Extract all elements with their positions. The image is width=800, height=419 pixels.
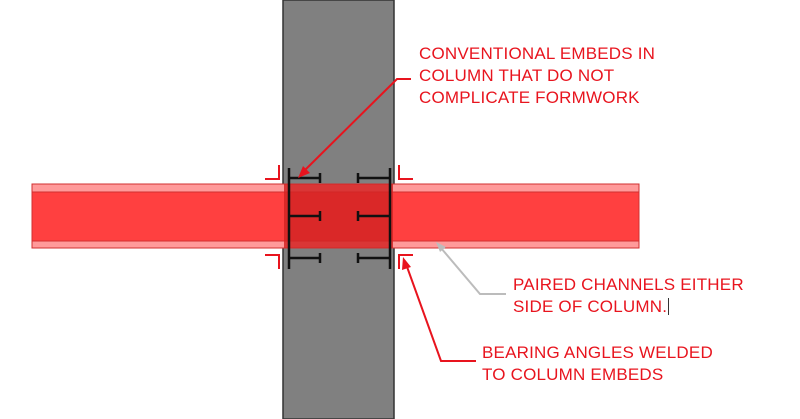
text-cursor [668,298,670,315]
callout-line-text: SIDE OF COLUMN. [513,297,668,316]
bearing-angle-bottom-right [398,254,413,269]
embed-studs-right [356,173,390,263]
paired-channel-beam [31,183,640,249]
bearing-angle-top-left [265,165,280,180]
callout-line: COMPLICATE FORMWORK [419,88,640,107]
embed-studs-left [289,173,322,263]
callout-line: PAIRED CHANNELS EITHER [513,275,744,294]
callout-line: TO COLUMN EMBEDS [482,365,664,384]
bearing-angle-bottom-left [265,254,280,269]
arrowhead-angles [402,257,411,270]
leader-angles [402,257,476,362]
column-embeds [287,168,392,269]
arrowhead-channels [436,242,446,252]
callout-line: BEARING ANGLES WELDED [482,343,713,362]
bearing-angle-top-right [398,165,413,180]
callout-conventional-embeds: CONVENTIONAL EMBEDS IN COLUMN THAT DO NO… [419,43,655,109]
callout-line[interactable]: SIDE OF COLUMN. [513,296,744,318]
callout-bearing-angles: BEARING ANGLES WELDED TO COLUMN EMBEDS [482,342,713,386]
leader-embeds [298,78,411,178]
leader-channels [436,242,506,295]
callout-line: CONVENTIONAL EMBEDS IN [419,44,656,63]
callout-paired-channels: PAIRED CHANNELS EITHER SIDE OF COLUMN. [513,274,744,318]
arrowhead-embeds [298,166,310,178]
callout-line: COLUMN THAT DO NOT [419,66,615,85]
bearing-angles [265,165,413,269]
